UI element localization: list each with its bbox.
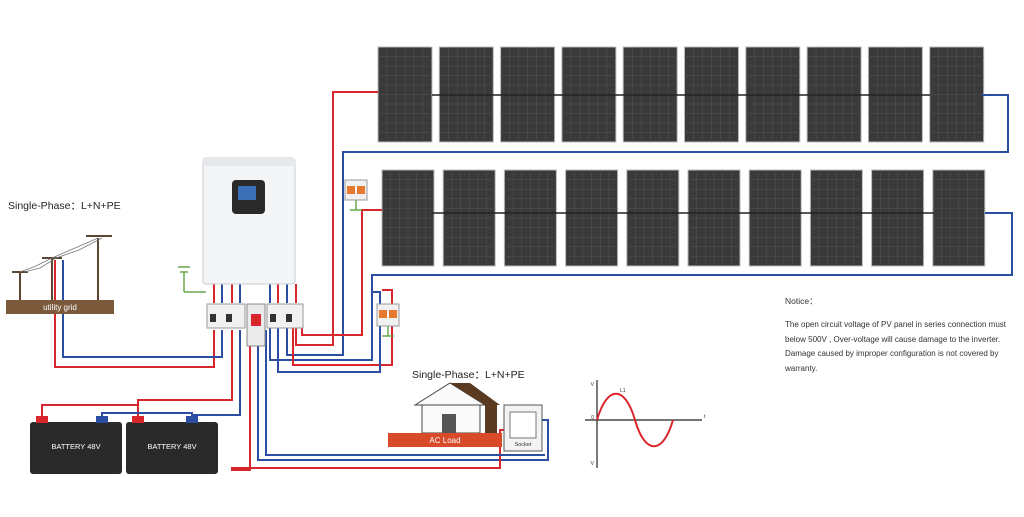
waveform-bottom-label: V	[591, 461, 595, 467]
surge-protector-2	[376, 303, 400, 337]
battery-1: BATTERY 48V	[30, 416, 122, 474]
pv-panel	[687, 169, 741, 267]
pv-panel	[626, 169, 680, 267]
pv-panel	[377, 46, 433, 143]
ac-load-label: AC Load	[429, 436, 460, 445]
pv-panel	[503, 169, 557, 267]
pv-row-bottom	[381, 169, 986, 267]
surge-protector-1	[344, 179, 368, 211]
pv-panel	[381, 169, 435, 267]
inverter	[202, 157, 296, 285]
grid-title: Single-Phase：L+N+PE	[8, 200, 121, 212]
pv-panel	[929, 46, 985, 143]
battery-2: BATTERY 48V	[126, 416, 218, 474]
notice-body: The open circuit voltage of PV panel in …	[785, 320, 1007, 373]
battery-1-label: BATTERY 48V	[51, 442, 100, 451]
ac-load: AC Load Socket	[388, 382, 543, 452]
battery-2-label: BATTERY 48V	[147, 442, 196, 451]
ground-icon	[178, 266, 206, 293]
load-title: Single-Phase：L+N+PE	[412, 369, 525, 381]
pv-panel	[748, 169, 802, 267]
sine-waveform: V L1 0 t V	[585, 380, 706, 468]
waveform-y-label: V	[591, 382, 595, 388]
utility-grid: utility grid	[6, 235, 114, 314]
pv-panel	[442, 169, 496, 267]
pv-panel	[932, 169, 986, 267]
waveform-origin-label: 0	[591, 415, 594, 421]
pv-panel	[809, 169, 863, 267]
wiring	[41, 91, 1013, 471]
waveform-series-label: L1	[620, 388, 626, 394]
grid-label: utility grid	[43, 303, 77, 312]
pv-panel	[565, 169, 619, 267]
pv-panel	[871, 169, 925, 267]
breaker-bank	[206, 303, 304, 347]
socket-label: Socket	[515, 442, 532, 448]
waveform-x-label: t	[704, 414, 706, 420]
notice-title: Notice：	[785, 296, 818, 306]
